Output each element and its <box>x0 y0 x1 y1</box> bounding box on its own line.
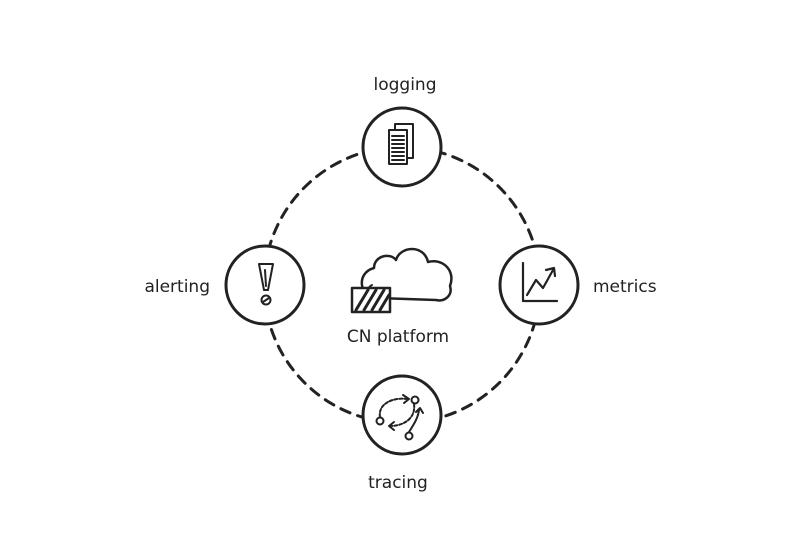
exclamation-icon <box>258 263 274 306</box>
node-alerting <box>224 244 306 326</box>
node-logging <box>361 106 443 188</box>
line-chart-icon <box>521 261 559 303</box>
cloud-icon <box>350 247 453 314</box>
documents-icon <box>388 123 414 165</box>
label-logging: logging <box>373 75 437 95</box>
node-metrics <box>498 244 580 326</box>
label-tracing: tracing <box>368 473 428 493</box>
label-cn-platform: CN platform <box>346 327 450 347</box>
label-alerting: alerting <box>144 277 210 297</box>
hatched-block-icon <box>350 286 392 314</box>
label-metrics: metrics <box>593 277 657 297</box>
trace-path-icon <box>375 394 424 441</box>
node-tracing <box>361 374 443 456</box>
